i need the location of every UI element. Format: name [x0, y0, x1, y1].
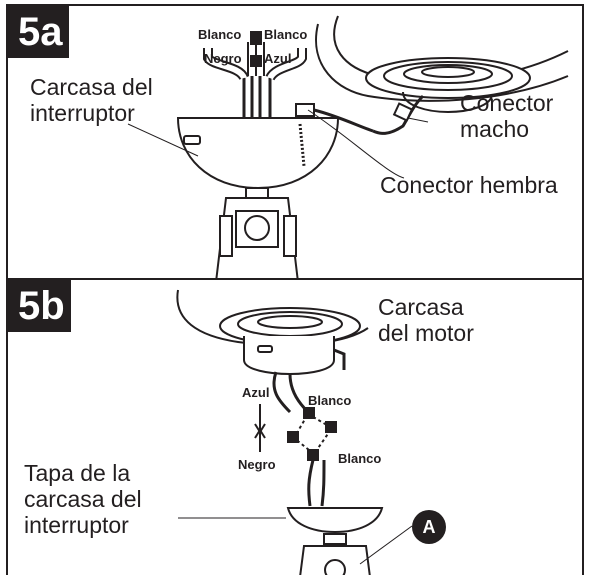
- panel-5a: 5a Carcasa del interruptor Conector mach…: [6, 4, 584, 280]
- switch-cap-label: Tapa de la carcasa del interruptor: [24, 460, 142, 538]
- wire-label-blue: Azul: [242, 385, 270, 400]
- callout-a: A: [412, 510, 446, 544]
- panel-5a-illustration: [127, 15, 569, 278]
- wire-label-black: Negro: [204, 51, 242, 66]
- step-number: 5b: [8, 280, 71, 332]
- switch-housing-label: Carcasa del interruptor: [30, 74, 153, 126]
- step-number: 5a: [8, 6, 69, 58]
- wire-label-blue: Azul: [264, 51, 292, 66]
- panel-5b: 5b Carcasa del motor Tapa de la carcasa …: [6, 278, 584, 575]
- wire-label-black: Negro: [238, 457, 276, 472]
- wire-label-white-top: Blanco: [308, 393, 352, 408]
- male-connector-label: Conector macho: [460, 90, 554, 142]
- wire-label-white-right: Blanco: [264, 27, 308, 42]
- panel-5b-illustration: [176, 289, 413, 575]
- wire-label-white-left: Blanco: [198, 27, 242, 42]
- wire-label-white-bottom: Blanco: [338, 451, 382, 466]
- motor-housing-label: Carcasa del motor: [378, 294, 474, 346]
- female-connector-label: Conector hembra: [380, 172, 558, 198]
